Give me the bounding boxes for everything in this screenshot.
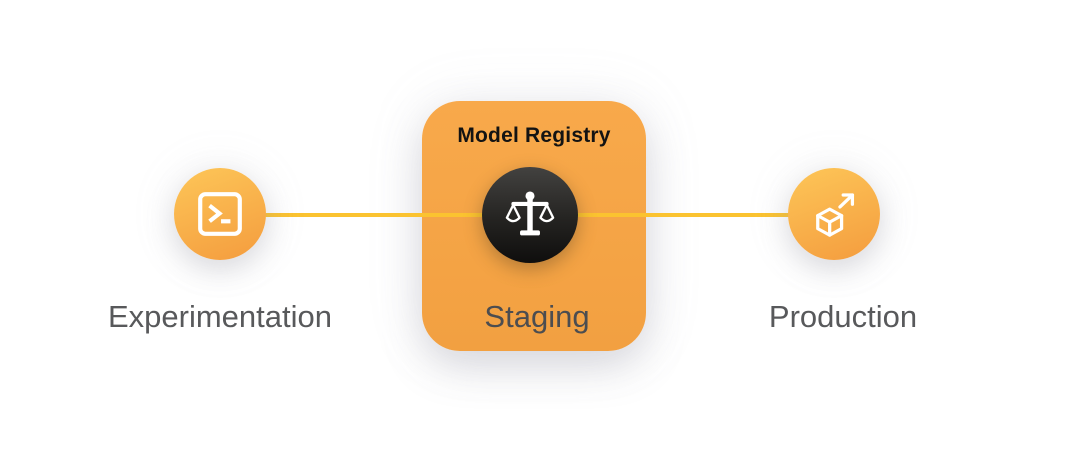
node-experimentation <box>174 168 266 260</box>
card-title: Model Registry <box>457 124 611 147</box>
cube-arrow-icon <box>808 188 860 240</box>
terminal-icon <box>195 189 245 239</box>
label-staging: Staging <box>484 299 590 334</box>
balance-scale-icon <box>501 186 559 244</box>
label-experimentation: Experimentation <box>107 299 333 334</box>
staging-badge <box>482 167 578 263</box>
node-production <box>788 168 880 260</box>
label-production: Production <box>768 299 918 334</box>
